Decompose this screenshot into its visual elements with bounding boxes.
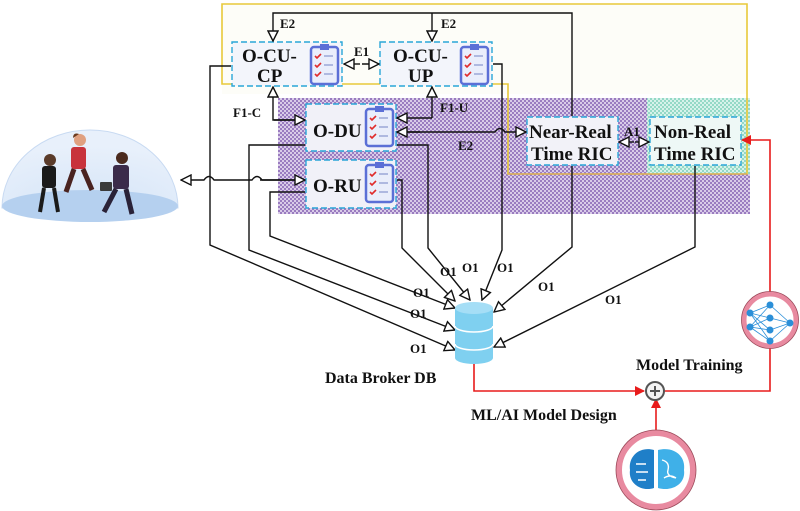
f1c-label: F1-C xyxy=(233,105,261,120)
person-icon xyxy=(38,154,60,213)
o1-label: O1 xyxy=(462,260,479,275)
o1-label: O1 xyxy=(538,279,555,294)
neural-network-icon[interactable] xyxy=(741,291,799,349)
e1-label: E1 xyxy=(354,44,369,59)
users-dome-icon xyxy=(1,129,179,222)
o1-links xyxy=(209,63,696,350)
oru-label: O-RU xyxy=(313,176,362,197)
ocu-cp-label-line1: O-CU- xyxy=(242,46,297,67)
o1-label: O1 xyxy=(440,264,457,279)
o1-label: O1 xyxy=(410,341,427,356)
model-design-label: ML/AI Model Design xyxy=(471,407,617,424)
node-non-rt-ric[interactable]: Non-Real Time RIC xyxy=(649,116,742,166)
e2-up-label: E2 xyxy=(441,16,456,31)
o1-label: O1 xyxy=(410,306,427,321)
near-rt-ric-label-line2: Time RIC xyxy=(531,144,612,165)
clipboard-checklist-icon xyxy=(364,162,395,204)
model-training-label: Model Training xyxy=(636,357,743,374)
o1-label: O1 xyxy=(413,285,430,300)
node-ocu-cp[interactable]: O-CU- CP xyxy=(231,41,343,87)
odu-label: O-DU xyxy=(313,121,362,142)
non-rt-ric-label-line1: Non-Real xyxy=(654,122,731,143)
non-rt-ric-label-line2: Time RIC xyxy=(654,144,735,165)
ocu-up-label-line1: O-CU- xyxy=(393,46,448,67)
e2-links xyxy=(181,12,649,180)
f1u-label: F1-U xyxy=(440,100,469,115)
ml-flow xyxy=(473,135,771,450)
e2-du-label: E2 xyxy=(458,138,473,153)
clipboard-checklist-icon xyxy=(364,106,395,148)
person-icon xyxy=(100,152,135,215)
near-rt-ric-label-line1: Near-Real xyxy=(529,122,612,143)
e2-cp-label: E2 xyxy=(280,16,295,31)
node-near-rt-ric[interactable]: Near-Real Time RIC xyxy=(526,116,619,166)
clipboard-checklist-icon xyxy=(309,44,340,86)
a1-label: A1 xyxy=(624,124,640,139)
clipboard-checklist-icon xyxy=(459,44,490,86)
ocu-cp-label-line2: CP xyxy=(257,66,283,87)
o1-label: O1 xyxy=(497,260,514,275)
node-ocu-up[interactable]: O-CU- UP xyxy=(379,41,493,87)
ocu-up-label-line2: UP xyxy=(408,66,434,87)
brain-icon[interactable] xyxy=(615,429,697,511)
node-oru[interactable]: O-RU xyxy=(305,159,397,209)
plus-circle-icon xyxy=(645,381,665,401)
data-broker-label: Data Broker DB xyxy=(325,370,437,387)
person-icon xyxy=(63,133,95,193)
database-icon[interactable] xyxy=(454,302,494,364)
o1-label: O1 xyxy=(605,292,622,307)
node-odu[interactable]: O-DU xyxy=(305,103,397,152)
